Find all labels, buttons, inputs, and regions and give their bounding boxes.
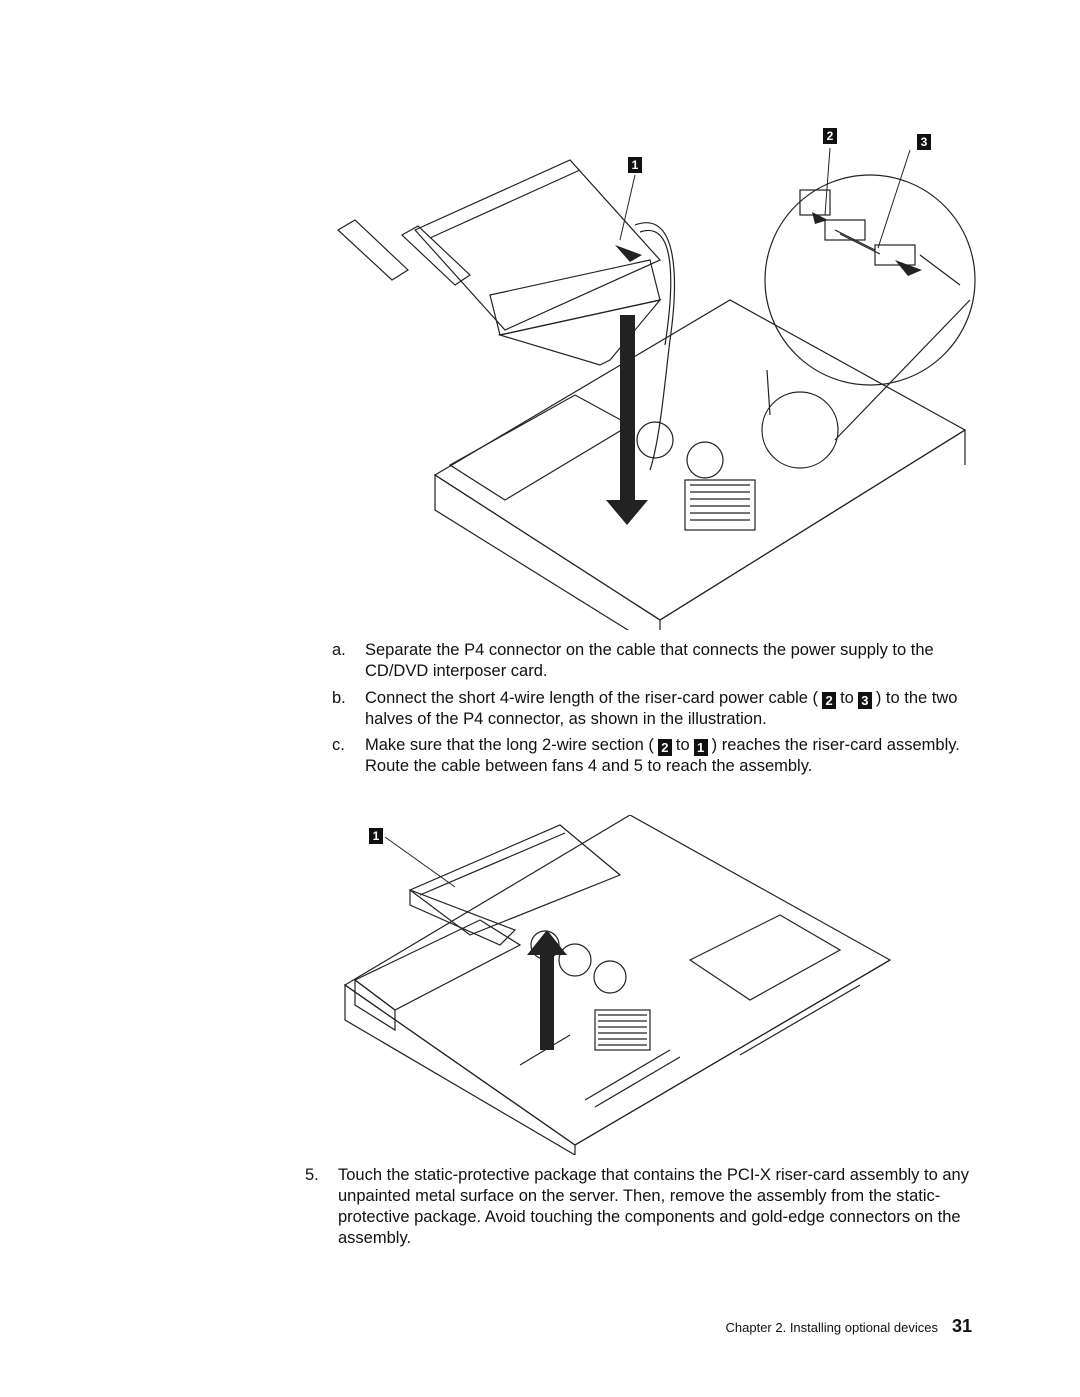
step-5-text: Touch the static-protective package that… xyxy=(338,1166,969,1247)
step-5: 5. Touch the static-protective package t… xyxy=(305,1165,985,1249)
step-5-label: 5. xyxy=(305,1166,319,1184)
callout-3: 3 xyxy=(917,134,931,150)
step-b-post: ) to the two halves of the P4 connector,… xyxy=(365,689,958,728)
riser-cable-diagram xyxy=(337,147,976,630)
callout-2: 2 xyxy=(823,128,837,144)
step-c: c. Make sure that the long 2-wire sectio… xyxy=(332,735,982,777)
callout-1: 1 xyxy=(628,157,642,173)
callout-1: 1 xyxy=(369,828,383,844)
figure-riser-cable-illustration: 1 2 3 xyxy=(330,120,990,630)
chapter-title: Chapter 2. Installing optional devices xyxy=(725,1320,938,1335)
step-c-post: ) reaches the riser-card assembly. Route… xyxy=(365,736,960,775)
figure-riser-install-illustration: 1 xyxy=(340,815,900,1155)
step-a: a. Separate the P4 connector on the cabl… xyxy=(332,640,982,682)
step-c-text: Make sure that the long 2-wire section (… xyxy=(365,735,982,777)
step-c-mid: to xyxy=(675,736,690,754)
callout-1-inline: 1 xyxy=(693,739,708,756)
step-b-text: Connect the short 4-wire length of the r… xyxy=(365,688,982,730)
step-a-text: Separate the P4 connector on the cable t… xyxy=(365,641,934,680)
step-a-label: a. xyxy=(332,641,346,659)
step-c-label: c. xyxy=(332,736,345,754)
callout-2-inline: 2 xyxy=(657,739,672,756)
step-b-pre: Connect the short 4-wire length of the r… xyxy=(365,689,819,707)
callout-3-inline: 3 xyxy=(857,692,872,709)
step-b-label: b. xyxy=(332,689,346,707)
page-footer: Chapter 2. Installing optional devices 31 xyxy=(726,1316,973,1337)
step-b: b. Connect the short 4-wire length of th… xyxy=(332,688,982,730)
step-c-pre: Make sure that the long 2-wire section ( xyxy=(365,736,654,754)
step-b-mid: to xyxy=(840,689,854,707)
riser-install-diagram xyxy=(343,815,892,1155)
page-number: 31 xyxy=(951,1316,972,1336)
callout-2-inline: 2 xyxy=(822,692,837,709)
